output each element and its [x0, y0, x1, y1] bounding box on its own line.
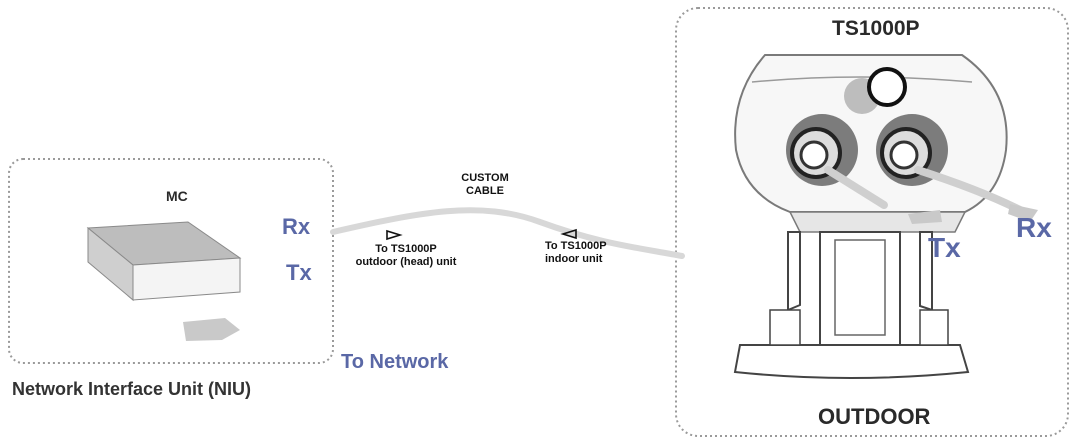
- outdoor-title: TS1000P: [832, 17, 920, 40]
- outdoor-container: [675, 7, 1069, 437]
- mc-device-icon: [86, 221, 242, 302]
- mc-box-title: MC: [166, 188, 188, 204]
- outdoor-tx-label: Tx: [928, 232, 961, 263]
- right-arrow-label-line1: To TS1000P: [545, 240, 607, 252]
- left-arrow-label-line2: outdoor (head) unit: [355, 256, 457, 268]
- left-arrow-label-line1: To TS1000P: [375, 243, 437, 255]
- left-arrow-label: To TS1000P outdoor (head) unit: [336, 243, 476, 269]
- outdoor-rx-label: Rx: [1016, 212, 1052, 243]
- cable-label-line2: CABLE: [466, 185, 504, 197]
- to-network-label: To Network: [341, 351, 449, 373]
- custom-cable: [330, 207, 685, 259]
- left-arrow-icon: [560, 228, 577, 240]
- right-arrow-label-line2: indoor unit: [545, 253, 603, 265]
- cable-label: CUSTOM CABLE: [450, 172, 520, 198]
- niu-container: [8, 158, 334, 364]
- right-arrow-label: To TS1000P indoor unit: [545, 240, 607, 266]
- niu-tx-label: Tx: [286, 260, 312, 285]
- ts1000p-device-icon: [733, 54, 1038, 379]
- to-network-arrow-icon: [183, 318, 240, 341]
- niu-rx-label: Rx: [282, 214, 311, 239]
- outdoor-caption: OUTDOOR: [818, 404, 931, 429]
- niu-caption: Network Interface Unit (NIU): [12, 379, 252, 399]
- cable-label-line1: CUSTOM: [461, 172, 509, 184]
- right-arrow-icon: [386, 229, 403, 241]
